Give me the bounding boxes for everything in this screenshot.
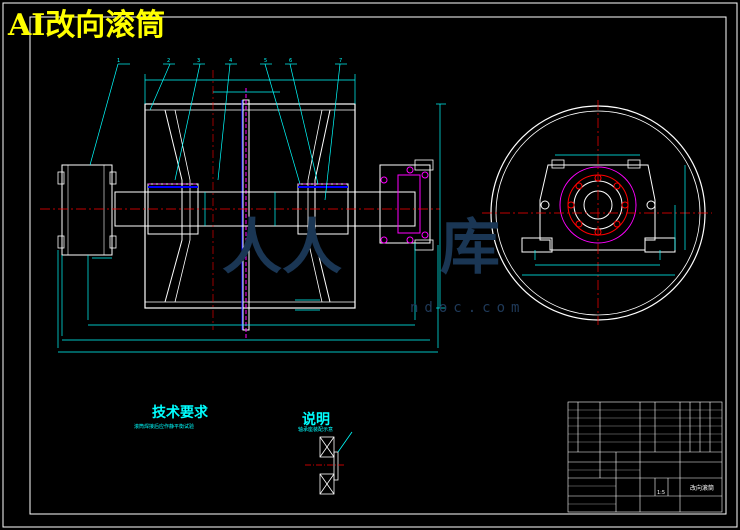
title-block-rows xyxy=(568,409,722,505)
title-block-drawing-name: 改向滚筒 xyxy=(690,484,714,492)
title-block-scale: 1:5 xyxy=(657,490,665,496)
title-block xyxy=(567,401,723,513)
balloon-1: 1 xyxy=(117,58,120,64)
side-view xyxy=(482,100,712,325)
drum-shell xyxy=(144,103,356,309)
tech-requirements-body: 滚筒焊接后应作静平衡试验 xyxy=(134,424,195,430)
front-view xyxy=(40,70,440,340)
watermark-right-glyph: 库 xyxy=(440,213,500,283)
drawing-border-inner xyxy=(29,16,727,515)
watermark-left-glyphs: 人人 xyxy=(222,213,342,283)
explanation-body: 轴承座装配示意 xyxy=(298,427,334,433)
front-view-dimensions xyxy=(57,63,446,353)
side-view-dimensions xyxy=(522,154,686,276)
balloon-7: 7 xyxy=(339,58,342,64)
drawing-title: AI改向滚筒 xyxy=(8,8,166,43)
part-balloons: 1 2 3 4 5 6 7 xyxy=(117,58,342,64)
bearing-detail xyxy=(305,431,353,495)
balloon-3: 3 xyxy=(197,58,200,64)
balloon-4: 4 xyxy=(229,58,232,64)
tech-requirements-heading: 技术要求 xyxy=(152,405,208,421)
explanation-heading: 说明 xyxy=(302,412,330,428)
balloon-6: 6 xyxy=(289,58,292,64)
left-bearing-housing xyxy=(61,164,113,256)
right-bearing-housing xyxy=(379,159,434,251)
balloon-5: 5 xyxy=(264,58,267,64)
balloon-2: 2 xyxy=(167,58,170,64)
watermark-url: ndoc.com xyxy=(410,300,526,316)
